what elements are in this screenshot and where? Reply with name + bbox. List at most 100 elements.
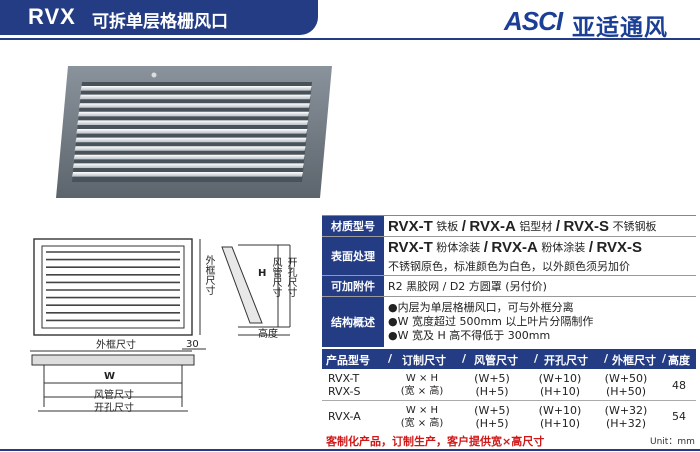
model-code: RVX-S: [328, 385, 361, 398]
unit-label: Unit：mm: [650, 437, 695, 447]
row1-custom: W × H (宽 × 高): [394, 372, 450, 398]
technical-drawing: [30, 238, 291, 412]
front-view-inner: [41, 245, 185, 329]
product-name: 可拆单层格栅风口: [92, 12, 228, 32]
grille-blade: [80, 86, 312, 91]
custom-size: W × H: [405, 373, 439, 384]
opening-h: (H+10): [539, 385, 581, 398]
row2-frame: (W+32) (H+32): [596, 404, 656, 430]
row1-height: 48: [672, 379, 686, 392]
surface-t-code: RVX-T: [388, 238, 433, 256]
surface-t-text: 粉体涂装: [436, 240, 481, 254]
grille-blade: [73, 154, 305, 160]
custom-note: 客制化产品，订制生产，客户提供宽×高尺寸: [326, 435, 545, 448]
duct-size-label: 风管尺寸: [94, 390, 134, 401]
grille-blade: [78, 103, 310, 108]
surface-a-code: RVX-A: [491, 238, 538, 256]
surface-s-text: 不锈钢原色，标准颜色为白色，以外颜色须另加价: [388, 259, 630, 273]
material-row: 材质型号 RVX-T 铁板 / RVX-A 铝型材 / RVX-S 不锈钢板: [322, 216, 696, 237]
header-sep: /: [534, 352, 539, 365]
material-s-code: RVX-S: [563, 217, 610, 235]
header-duct: 风管尺寸: [474, 354, 518, 367]
side-view: [221, 246, 263, 324]
outer-frame-label: 外框尺寸: [96, 340, 136, 351]
opening-h: (H+10): [539, 417, 581, 430]
material-a-text: 铝型材: [519, 219, 553, 233]
surface-sep-2: /: [588, 238, 593, 256]
screw-icon: [151, 72, 157, 78]
grille-blade: [76, 129, 308, 134]
surface-s-code: RVX-S: [596, 238, 643, 256]
material-sep-2: /: [555, 217, 560, 235]
frame-h: (H+32): [605, 417, 647, 430]
structure-bullet: ●W 宽度超过 500mm 以上叶片分隔制作: [388, 315, 594, 328]
custom-size-note: (宽 × 高): [400, 386, 444, 397]
row1-duct: (W+5) (H+5): [464, 372, 520, 398]
row2-duct: (W+5) (H+5): [464, 404, 520, 430]
front-view-blades: [46, 251, 180, 322]
material-t-text: 铁板: [436, 219, 459, 233]
header-height: 高度: [668, 354, 690, 367]
frame-w: (W+32): [604, 404, 648, 417]
grille-blade: [78, 111, 310, 117]
surface-row: 表面处理 RVX-T 粉体涂装 / RVX-A 粉体涂装 / RVX-S 不锈钢…: [322, 237, 696, 276]
duct-w: (W+5): [474, 372, 510, 385]
outer-frame-vertical-label: 外框尺寸: [203, 255, 214, 295]
material-t-code: RVX-T: [388, 217, 433, 235]
row1-frame: (W+50) (H+50): [596, 372, 656, 398]
product-code: RVX: [28, 4, 76, 29]
addon-value: R2 黑胶网 / D2 方圆罩 (另付价): [388, 279, 547, 293]
material-sep-1: /: [461, 217, 466, 235]
h-label: H: [258, 268, 267, 279]
opening-w: (W+10): [538, 404, 582, 417]
bottom-view-frame: [31, 354, 195, 366]
structure-bullets: ●内层为单层格栅风口，可与外框分离 ●W 宽度超过 500mm 以上叶片分隔制作…: [388, 297, 694, 347]
custom-size: W × H: [405, 405, 439, 416]
addon-label: 可加附件: [322, 276, 384, 296]
duct-size-vertical-label: 风管尺寸: [270, 257, 281, 297]
material-a-code: RVX-A: [469, 217, 516, 235]
surface-label: 表面处理: [322, 237, 384, 275]
structure-bullet: ●W 宽及 H 高不得低于 300mm: [388, 329, 551, 342]
row2-height: 54: [672, 410, 686, 423]
grille-blade: [77, 120, 309, 125]
brand-logo: ASCI 亚适通风: [504, 6, 694, 41]
header-frame: 外框尺寸: [612, 354, 656, 367]
grille-blade: [72, 172, 303, 177]
header-sep: /: [462, 352, 467, 365]
grille-blades: [72, 86, 312, 177]
model-code: RVX-T: [328, 372, 360, 385]
material-s-text: 不锈钢板: [612, 219, 657, 233]
header-opening: 开孔尺寸: [544, 354, 588, 367]
row2-models: RVX-A: [328, 410, 361, 423]
structure-row: 结构概述 ●内层为单层格栅风口，可与外框分离 ●W 宽度超过 500mm 以上叶…: [322, 297, 696, 347]
addon-row: 可加附件 R2 黑胶网 / D2 方圆罩 (另付价): [322, 276, 696, 297]
opening-size-label: 开孔尺寸: [94, 403, 134, 414]
duct-w: (W+5): [474, 404, 510, 417]
duct-h: (H+5): [475, 417, 509, 430]
row-divider: [322, 400, 696, 401]
grille-blade: [74, 146, 306, 151]
header-sep: /: [388, 352, 393, 365]
surface-a-text: 粉体涂装: [541, 240, 586, 254]
footer-divider: [0, 449, 700, 451]
header-custom: 订制尺寸: [402, 354, 446, 367]
frame-w: (W+50): [604, 372, 648, 385]
header-sep: /: [604, 352, 609, 365]
row1-opening: (W+10) (H+10): [530, 372, 590, 398]
brand-name: 亚适通风: [572, 15, 668, 41]
frame-h: (H+50): [605, 385, 647, 398]
front-view-outer: [33, 238, 193, 336]
brand-mark: ASCI: [504, 6, 563, 36]
header-model: 产品型号: [326, 354, 370, 367]
custom-size-note: (宽 × 高): [400, 418, 444, 429]
title-banner: RVX 可拆单层格栅风口: [0, 0, 318, 35]
row2-opening: (W+10) (H+10): [530, 404, 590, 430]
height-label: 高度: [258, 329, 278, 340]
w-label: W: [104, 371, 116, 382]
grille-blade: [75, 137, 307, 143]
surface-sep-1: /: [483, 238, 488, 256]
spec-table: 材质型号 RVX-T 铁板 / RVX-A 铝型材 / RVX-S 不锈钢板 表…: [322, 215, 696, 430]
row2-custom: W × H (宽 × 高): [394, 404, 450, 430]
opening-size-vertical-label: 开孔尺寸: [285, 257, 296, 297]
